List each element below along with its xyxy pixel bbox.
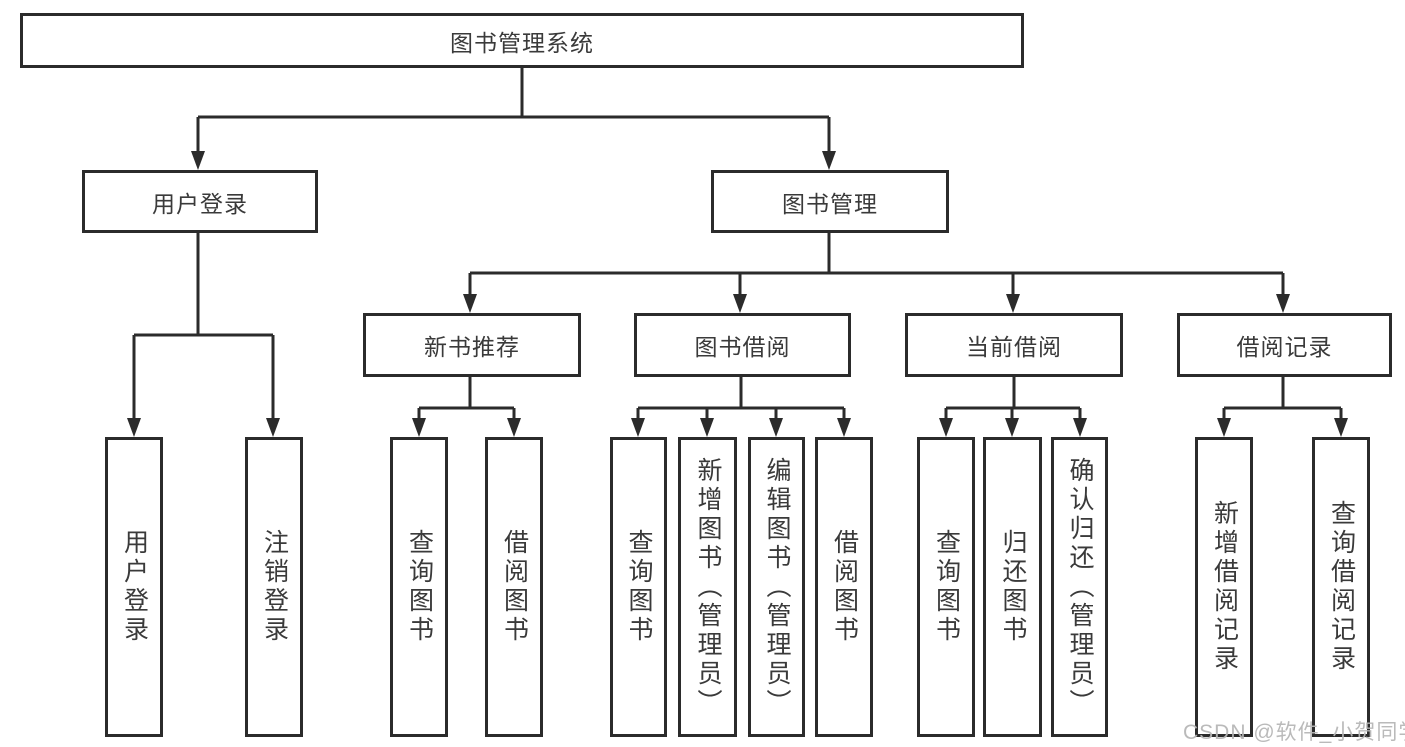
node-user-login: 用户登录 — [82, 170, 318, 233]
node-label: 查询借阅记录 — [1327, 500, 1356, 674]
leaf-logout: 注销登录 — [245, 437, 303, 737]
node-label: 新增借阅记录 — [1210, 500, 1239, 674]
node-label: 新书推荐 — [424, 334, 520, 360]
leaf-current-query-books: 查询图书 — [917, 437, 975, 737]
node-label: 查询图书 — [932, 529, 961, 645]
leaf-borrow-query-books: 查询图书 — [610, 437, 667, 737]
leaf-borrow-add-books-admin: 新增图书（管理员） — [678, 437, 737, 737]
leaf-records-query-record: 查询借阅记录 — [1312, 437, 1370, 737]
node-label: 确认归还（管理员） — [1066, 456, 1094, 718]
leaf-current-return-books: 归还图书 — [983, 437, 1042, 737]
node-label: 查询图书 — [405, 529, 434, 645]
node-book-management: 图书管理 — [711, 170, 949, 233]
node-new-book-recommend: 新书推荐 — [363, 313, 581, 377]
node-label: 借阅图书 — [830, 529, 859, 645]
leaf-recommend-borrow-books: 借阅图书 — [485, 437, 543, 737]
watermark: CSDN @软件_小贺同学 — [1183, 721, 1405, 744]
node-borrow-records: 借阅记录 — [1177, 313, 1392, 377]
node-label: 图书管理系统 — [450, 29, 594, 56]
node-library-system: 图书管理系统 — [20, 13, 1024, 68]
leaf-current-confirm-return-admin: 确认归还（管理员） — [1051, 437, 1108, 737]
node-label: 借阅记录 — [1236, 334, 1333, 360]
node-label: 编辑图书（管理员） — [763, 456, 791, 718]
leaf-borrow-edit-books-admin: 编辑图书（管理员） — [748, 437, 805, 737]
leaf-records-add-record: 新增借阅记录 — [1195, 437, 1253, 737]
node-label: 新增图书（管理员） — [694, 456, 722, 718]
node-label: 归还图书 — [999, 529, 1027, 645]
leaf-user-login: 用户登录 — [105, 437, 163, 737]
node-label: 用户登录 — [120, 529, 149, 645]
node-label: 当前借阅 — [966, 334, 1062, 360]
node-label: 查询图书 — [625, 529, 653, 645]
node-label: 图书管理 — [782, 190, 878, 217]
node-label: 注销登录 — [260, 529, 289, 645]
node-label: 图书借阅 — [694, 334, 791, 360]
leaf-recommend-query-books: 查询图书 — [390, 437, 448, 737]
node-book-borrow: 图书借阅 — [634, 313, 851, 377]
leaf-borrow-borrow-books: 借阅图书 — [815, 437, 873, 737]
node-label: 借阅图书 — [500, 529, 529, 645]
node-label: 用户登录 — [152, 190, 248, 217]
node-current-borrow: 当前借阅 — [905, 313, 1123, 377]
